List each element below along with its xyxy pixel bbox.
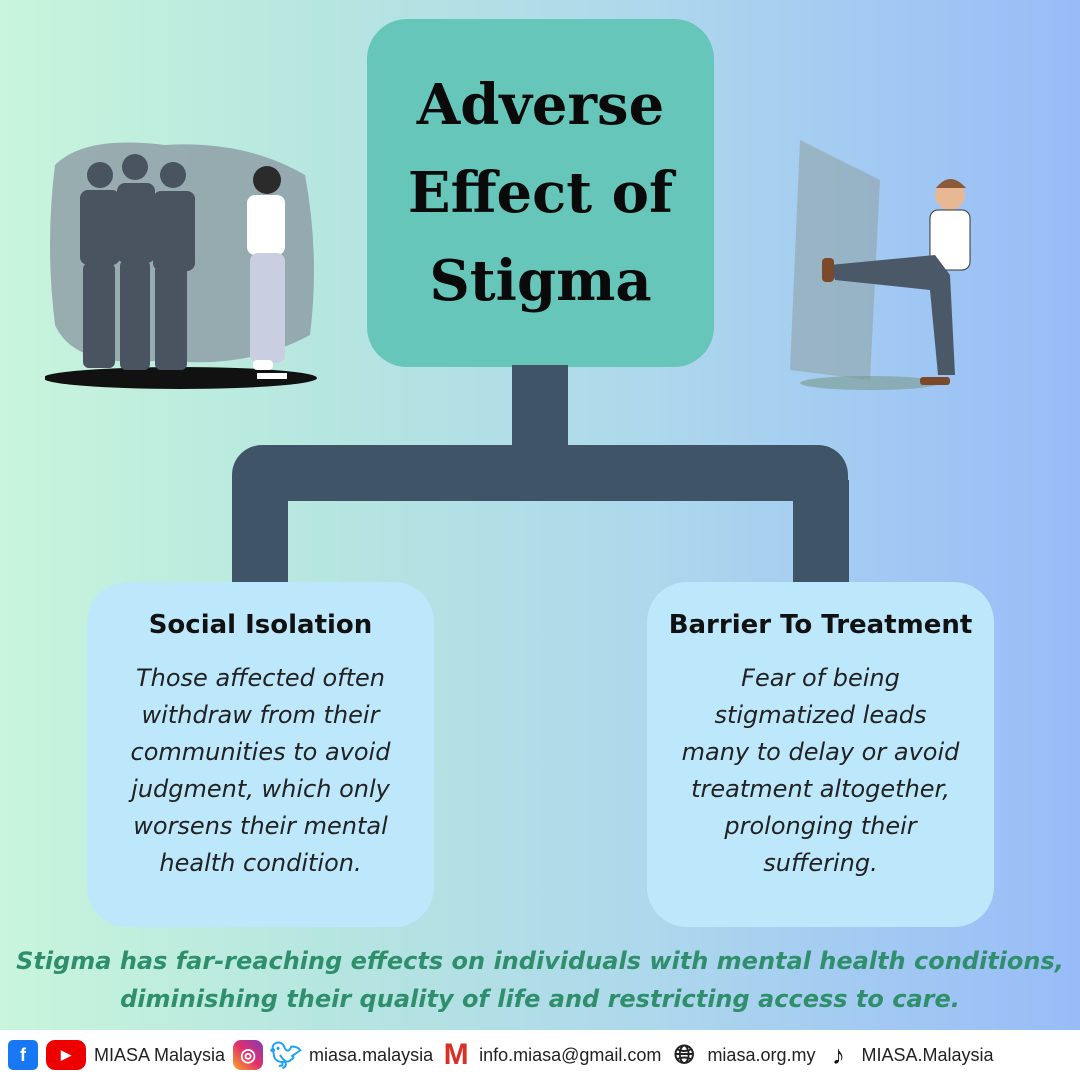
website-link[interactable]: miasa.org.my [707,1044,816,1065]
social-isolation-card: Social Isolation Those affected often wi… [87,582,434,927]
twitter-icon[interactable]: 🐦︎ [269,1039,303,1070]
globe-icon[interactable]: 🌐︎ [674,1039,695,1069]
instagram-twitter-handle[interactable]: miasa.malaysia [309,1044,434,1065]
title-box: Adverse Effect of Stigma [367,19,714,367]
card-heading: Barrier To Treatment [668,610,973,640]
title-line: Adverse [416,72,665,138]
card-heading: Social Isolation [148,610,373,640]
connector-right-leg [793,480,849,584]
email-address[interactable]: info.miasa@gmail.com [479,1044,662,1065]
summary-line: Stigma has far-reaching effects on indiv… [16,947,1064,975]
person-kicking-wall-illustration [790,140,971,390]
gmail-icon[interactable]: M [443,1038,469,1071]
title-line: Stigma [429,248,652,314]
connector-bar [232,445,848,501]
instagram-icon[interactable]: ◎ [233,1040,264,1070]
title-line: Effect of [407,160,674,226]
connector-left-leg [232,480,288,584]
card-body: Fear of being stigmatized leads many to … [681,664,960,877]
barrier-to-treatment-card: Barrier To Treatment Fear of being stigm… [647,582,994,927]
connector-stem [512,365,568,450]
summary-text: Stigma has far-reaching effects on indiv… [0,942,1080,1018]
summary-line: diminishing their quality of life and re… [120,985,960,1013]
facebook-icon[interactable]: f [8,1040,38,1070]
card-body: Those affected often withdraw from their… [130,664,391,877]
tiktok-icon[interactable]: ♪ [831,1039,845,1070]
footer: f ▶ MIASA Malaysia ◎ 🐦︎ miasa.malaysia M… [0,1030,1080,1080]
isolated-person-illustration [45,142,317,389]
facebook-youtube-handle[interactable]: MIASA Malaysia [94,1044,226,1065]
tiktok-handle[interactable]: MIASA.Malaysia [861,1044,994,1065]
youtube-icon[interactable]: ▶ [46,1040,86,1070]
